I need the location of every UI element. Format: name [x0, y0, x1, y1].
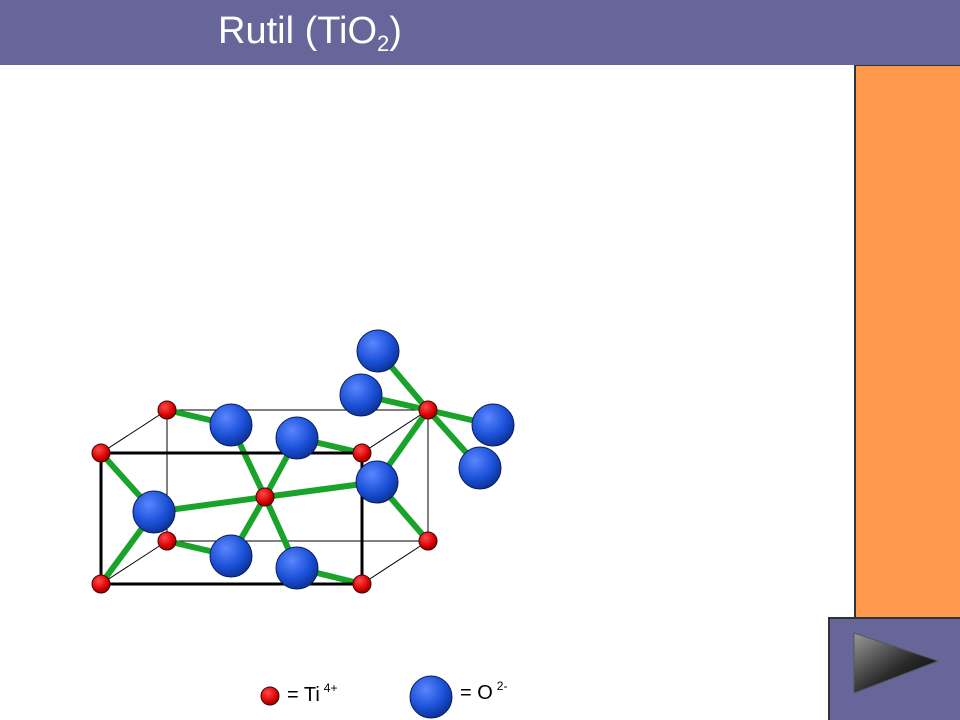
legend-ti-charge: 4+: [323, 681, 338, 695]
o-atom: [209, 403, 253, 447]
o-atom: [356, 329, 400, 373]
legend-o-symbol: [409, 675, 453, 719]
title-bar: Rutil (TiO2): [0, 0, 960, 65]
o-atom: [471, 403, 515, 447]
titanium-atoms: [91, 400, 438, 594]
ti-atom: [91, 574, 111, 594]
ti-atom: [418, 400, 438, 420]
ti-atom: [157, 531, 177, 551]
o-atom: [209, 534, 253, 578]
cell-back-edges: [100, 409, 429, 585]
o-atom: [458, 446, 502, 490]
legend-ti-text: = Ti: [287, 684, 320, 706]
ti-atom: [157, 400, 177, 420]
o-atom: [339, 373, 383, 417]
legend-o-text: = O: [460, 682, 493, 704]
oxygen-atoms: [132, 329, 515, 590]
ti-atom-center: [255, 487, 275, 507]
ti-atom: [91, 443, 111, 463]
o-atom: [355, 460, 399, 504]
ti-atom: [418, 531, 438, 551]
legend-ti-symbol: [260, 686, 280, 706]
ti-atom: [352, 443, 372, 463]
slide-title-main: Rutil (TiO: [218, 10, 378, 52]
side-panel: [854, 65, 960, 620]
cell-front-edges: [99, 451, 364, 586]
slide-title: Rutil (TiO2): [218, 8, 402, 56]
next-slide-button[interactable]: [828, 617, 960, 720]
slide-title-close: ): [389, 10, 402, 52]
o-atom: [275, 546, 319, 590]
next-arrow-icon[interactable]: [850, 631, 946, 701]
ti-atom: [352, 574, 372, 594]
slide-title-subscript: 2: [377, 31, 390, 56]
o-atom: [275, 416, 319, 460]
legend-o-charge: 2-: [496, 679, 508, 693]
o-atom: [132, 490, 176, 534]
